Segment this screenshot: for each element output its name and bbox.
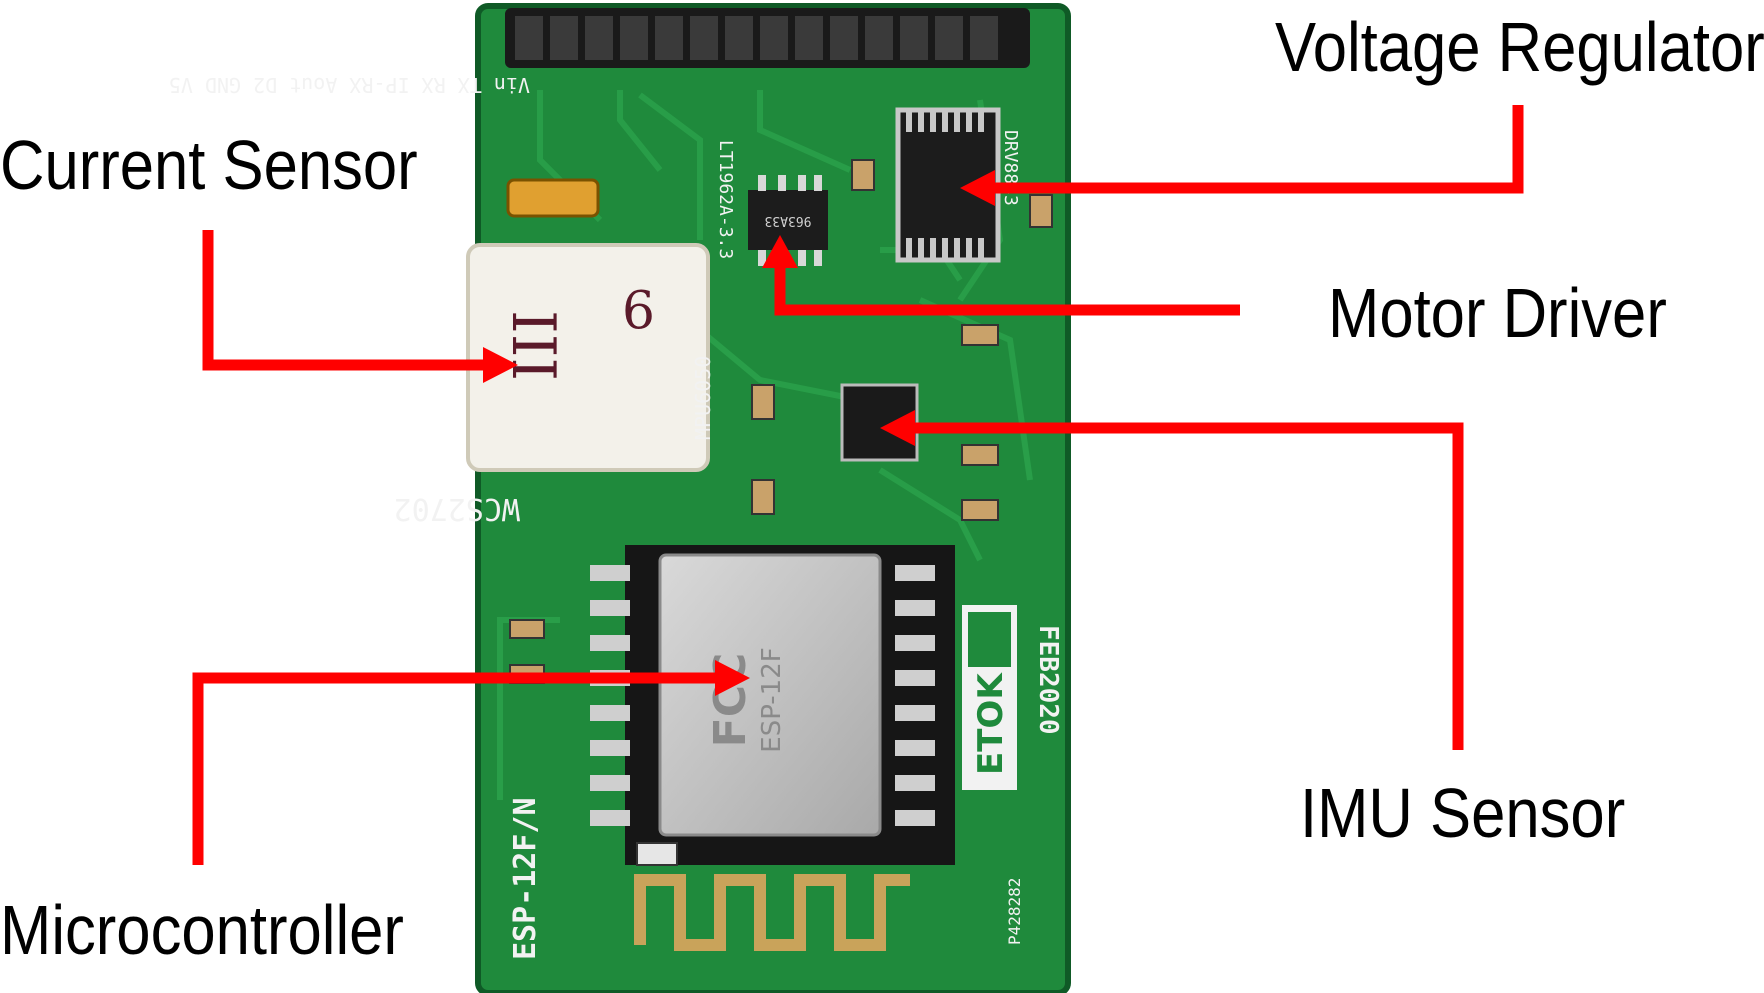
callout-arrows: [192, 105, 1524, 865]
label-current-sensor: Current Sensor: [0, 126, 418, 204]
ldo-chip: 963A33 LT1962A-3.3: [715, 140, 828, 266]
arrow-microcontroller: [192, 672, 737, 865]
date-label: FEB2020: [1033, 625, 1063, 735]
part-number-label: P428282: [1005, 878, 1024, 945]
arrow-imu-sensor: [893, 422, 1464, 750]
voltage-regulator-chip: DRV8833: [895, 107, 1021, 263]
esp12f-module: ESP-12F FCC: [590, 545, 955, 951]
pcb-antenna: [634, 874, 910, 951]
capacitor-c7: [506, 178, 600, 218]
label-motor-driver: Motor Driver: [1328, 274, 1667, 352]
module-model-label: ESP-12F: [757, 647, 787, 752]
chip-marking: 963A33: [765, 213, 812, 228]
pcb-board: Vin TX RX IP-RX Aout D2 GND V5 DRV8833: [169, 0, 1073, 993]
label-voltage-regulator: Voltage Regulator: [1275, 8, 1764, 86]
sensor-silkscreen: WCS2702: [394, 491, 520, 526]
header-pin-labels: Vin TX RX IP-RX Aout D2 GND V5: [169, 73, 530, 97]
module-fcc-mark: FCC: [705, 653, 756, 748]
sensor-handwriting-2: 9: [622, 277, 655, 337]
imu-silkscreen: MPU6050: [691, 356, 715, 440]
chip-ref-label: DRV8833: [1000, 130, 1021, 206]
label-microcontroller: Microcontroller: [0, 891, 404, 969]
arrow-current-sensor: [202, 230, 502, 371]
chip-silkscreen: LT1962A-3.3: [715, 140, 736, 259]
current-sensor-block: III 9: [466, 243, 710, 472]
arrow-motor-driver: [774, 248, 1240, 316]
brand-label: ETOK: [971, 672, 1011, 775]
sensor-handwriting-1: III: [498, 310, 568, 381]
module-silkscreen: ESP-12F/N: [508, 797, 543, 960]
label-imu-sensor: IMU Sensor: [1300, 774, 1626, 852]
arrow-voltage-regulator: [973, 105, 1524, 194]
rf-shield: [658, 553, 882, 837]
